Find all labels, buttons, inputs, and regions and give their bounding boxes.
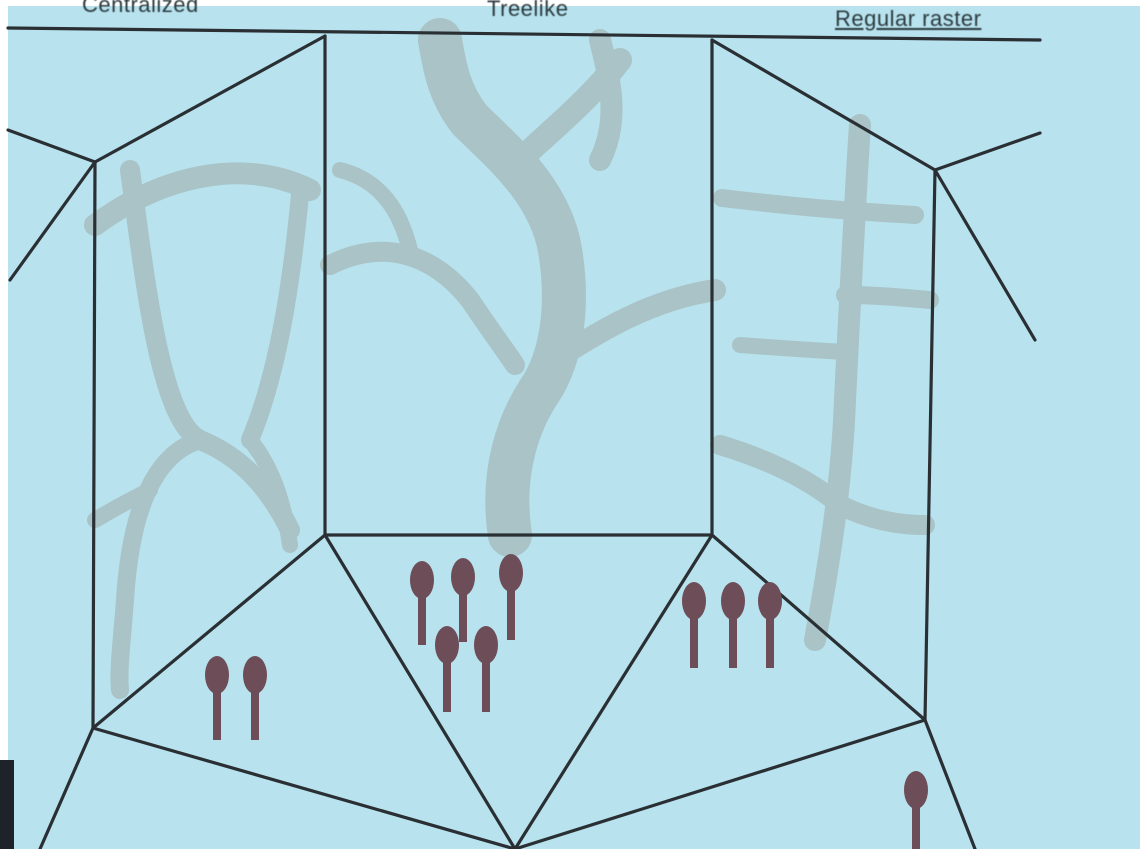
label-regular-raster: Regular raster [835, 6, 981, 32]
label-centralized: Centralized [82, 0, 199, 18]
left-frame-edge [0, 0, 8, 849]
label-treelike: Treelike [487, 0, 568, 22]
bottom-left-shadow [0, 760, 14, 849]
